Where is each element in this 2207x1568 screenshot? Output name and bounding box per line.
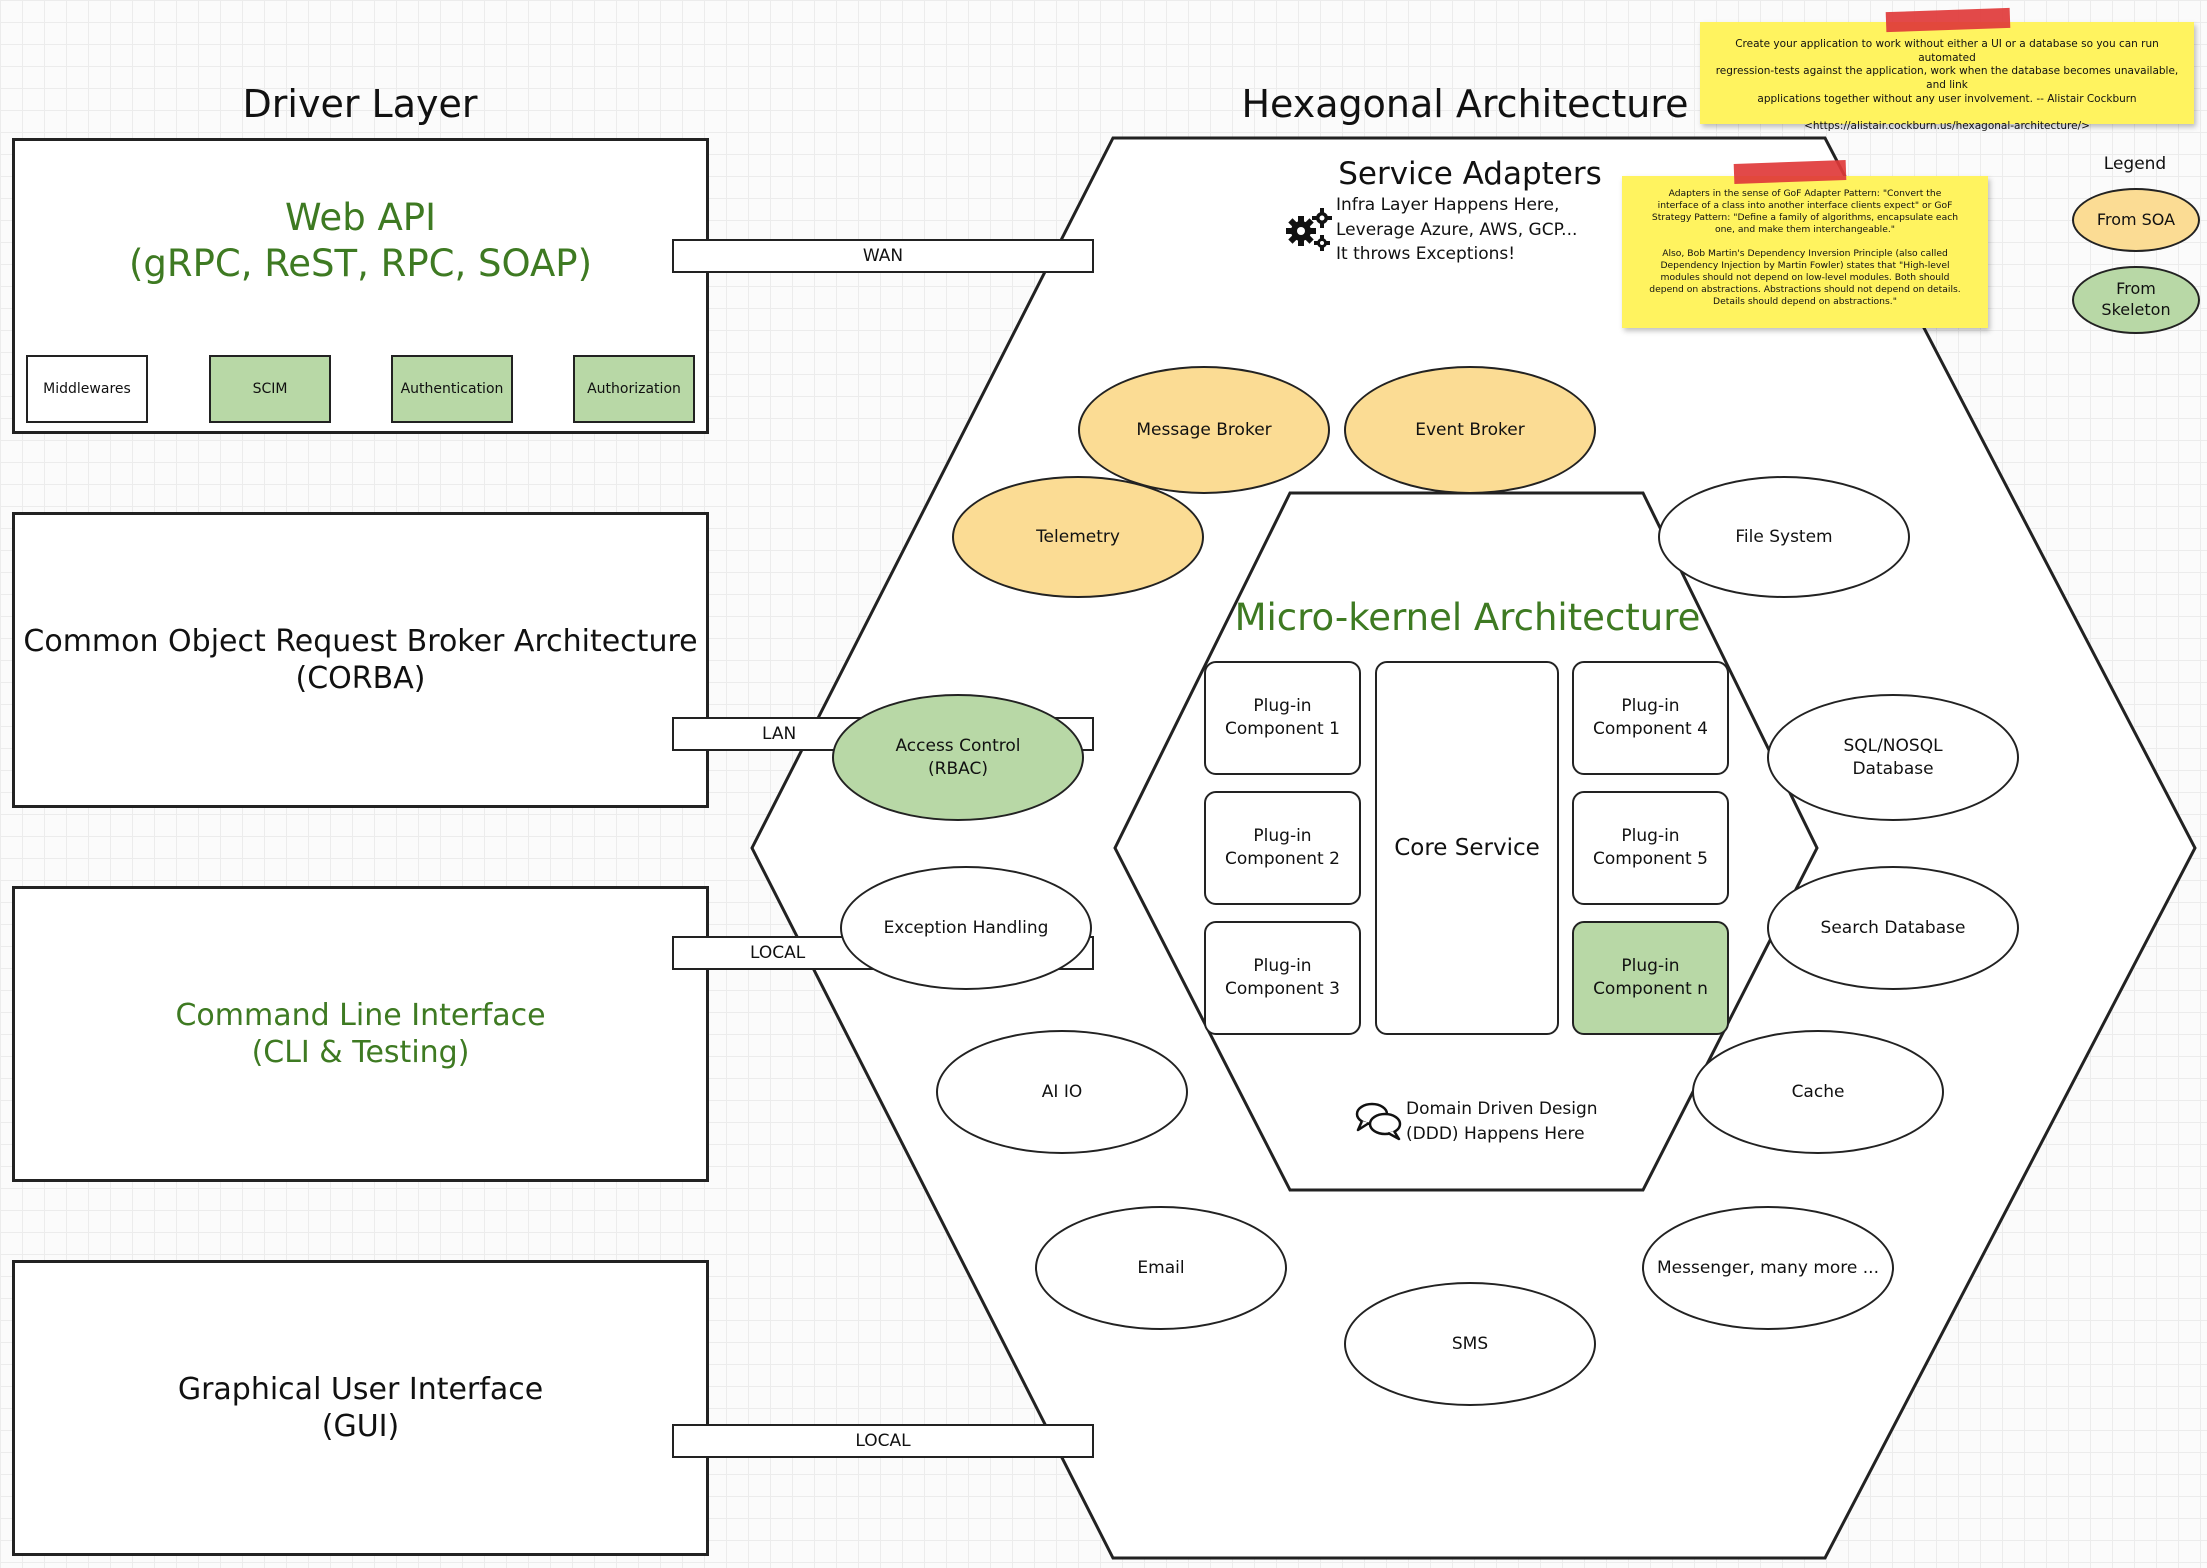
plugin-component-3[interactable]: Plug-in Component 3 xyxy=(1204,921,1361,1035)
hexagonal-architecture-title: Hexagonal Architecture xyxy=(1241,82,1689,126)
web-api-box[interactable]: Web API (gRPC, ReST, RPC, SOAP) xyxy=(12,138,709,434)
cockburn-sticky-note: Create your application to work without … xyxy=(1700,22,2194,132)
local-cli-label: LOCAL xyxy=(750,943,806,963)
email-adapter[interactable]: Email xyxy=(1035,1206,1287,1330)
ai-io-adapter[interactable]: AI IO xyxy=(936,1030,1188,1154)
authentication-module[interactable]: Authentication xyxy=(391,355,513,423)
plugin-component-2[interactable]: Plug-in Component 2 xyxy=(1204,791,1361,905)
authorization-module[interactable]: Authorization xyxy=(573,355,695,423)
wan-label: WAN xyxy=(862,246,904,266)
gears-icon xyxy=(1286,208,1332,251)
gof-sticky-note: Adapters in the sense of GoF Adapter Pat… xyxy=(1622,176,1988,328)
chat-bubbles-icon xyxy=(1355,1102,1402,1141)
lan-label: LAN xyxy=(762,724,797,744)
core-service[interactable]: Core Service xyxy=(1375,661,1559,1035)
scim-module[interactable]: SCIM xyxy=(209,355,331,423)
search-database-adapter[interactable]: Search Database xyxy=(1767,866,2019,990)
exception-handling-adapter[interactable]: Exception Handling xyxy=(840,866,1092,990)
sms-adapter[interactable]: SMS xyxy=(1344,1282,1596,1406)
messenger-adapter[interactable]: Messenger, many more ... xyxy=(1642,1206,1894,1330)
sql-nosql-database-adapter[interactable]: SQL/NOSQL Database xyxy=(1767,694,2019,821)
message-broker-adapter[interactable]: Message Broker xyxy=(1078,366,1330,494)
web-api-label: Web API (gRPC, ReST, RPC, SOAP) xyxy=(128,195,593,285)
driver-layer-title: Driver Layer xyxy=(242,82,478,126)
access-control-adapter[interactable]: Access Control (RBAC) xyxy=(832,694,1084,821)
legend-title: Legend xyxy=(2103,154,2167,174)
gui-label: Graphical User Interface (GUI) xyxy=(177,1371,544,1445)
corba-box[interactable]: Common Object Request Broker Architectur… xyxy=(12,512,709,808)
plugin-component-1[interactable]: Plug-in Component 1 xyxy=(1204,661,1361,775)
cli-box[interactable]: Command Line Interface (CLI & Testing) xyxy=(12,886,709,1182)
local-gui-connector: LOCAL xyxy=(672,1424,1094,1458)
telemetry-adapter[interactable]: Telemetry xyxy=(952,476,1204,598)
legend-from-soa: From SOA xyxy=(2072,188,2200,252)
plugin-component-4[interactable]: Plug-in Component 4 xyxy=(1572,661,1729,775)
service-adapters-title: Service Adapters xyxy=(1338,156,1602,192)
tape-strip xyxy=(1733,160,1847,184)
wan-connector: WAN xyxy=(672,239,1094,273)
gui-box[interactable]: Graphical User Interface (GUI) xyxy=(12,1260,709,1556)
file-system-adapter[interactable]: File System xyxy=(1658,476,1910,598)
middlewares-module[interactable]: Middlewares xyxy=(26,355,148,423)
legend-from-skeleton: From Skeleton xyxy=(2072,266,2200,334)
ddd-note: Domain Driven Design (DDD) Happens Here xyxy=(1406,1099,1598,1144)
cache-adapter[interactable]: Cache xyxy=(1692,1030,1944,1154)
corba-label: Common Object Request Broker Architectur… xyxy=(23,623,698,697)
microkernel-title: Micro-kernel Architecture xyxy=(1234,596,1701,639)
plugin-component-n[interactable]: Plug-in Component n xyxy=(1572,921,1729,1035)
local-gui-label: LOCAL xyxy=(855,1431,911,1451)
event-broker-adapter[interactable]: Event Broker xyxy=(1344,366,1596,494)
service-adapters-note: Infra Layer Happens Here, Leverage Azure… xyxy=(1336,195,1578,265)
plugin-component-5[interactable]: Plug-in Component 5 xyxy=(1572,791,1729,905)
cli-label: Command Line Interface (CLI & Testing) xyxy=(175,997,546,1071)
